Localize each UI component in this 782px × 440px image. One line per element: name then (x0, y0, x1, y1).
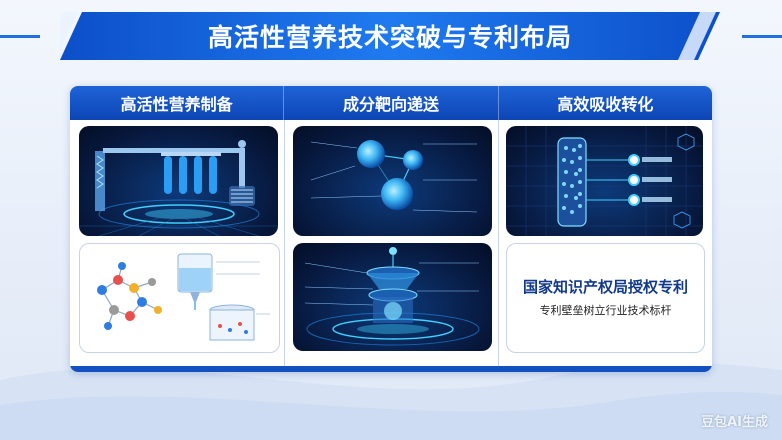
main-panel: 高活性营养制备 成分靶向递送 高效吸收转化 (70, 86, 712, 372)
delivery-reactor-illustration (293, 243, 492, 351)
panel-bottom-bar (70, 366, 712, 372)
nanoparticle-network-illustration (293, 126, 492, 236)
patent-title: 国家知识产权局授权专利 (522, 278, 688, 296)
molecule-beaker-illustration (79, 243, 280, 353)
column-header-absorption: 高效吸收转化 (557, 95, 654, 114)
lab-apparatus-illustration (79, 126, 278, 236)
title-banner: 高活性营养技术突破与专利布局 (60, 10, 720, 62)
page-title: 高活性营养技术突破与专利布局 (207, 23, 572, 52)
ai-watermark: 豆包AI生成 (701, 415, 768, 430)
column-header-preparation: 高活性营养制备 (70, 86, 285, 120)
column-header-targeted-delivery: 成分靶向递送 (284, 86, 499, 120)
title-accent-line-left (0, 35, 40, 38)
patent-card: 国家知识产权局授权专利 专利壁垒树立行业技术标杆 (506, 243, 705, 353)
title-accent-line-right (742, 35, 782, 38)
column-divider (498, 120, 499, 372)
absorption-capsule-illustration (506, 126, 703, 236)
patent-subtitle: 专利壁垒树立行业技术标杆 (539, 304, 672, 317)
column-headers: 高活性营养制备 成分靶向递送 高效吸收转化 (70, 86, 712, 120)
column-divider (284, 120, 285, 372)
background-wave (0, 363, 782, 440)
